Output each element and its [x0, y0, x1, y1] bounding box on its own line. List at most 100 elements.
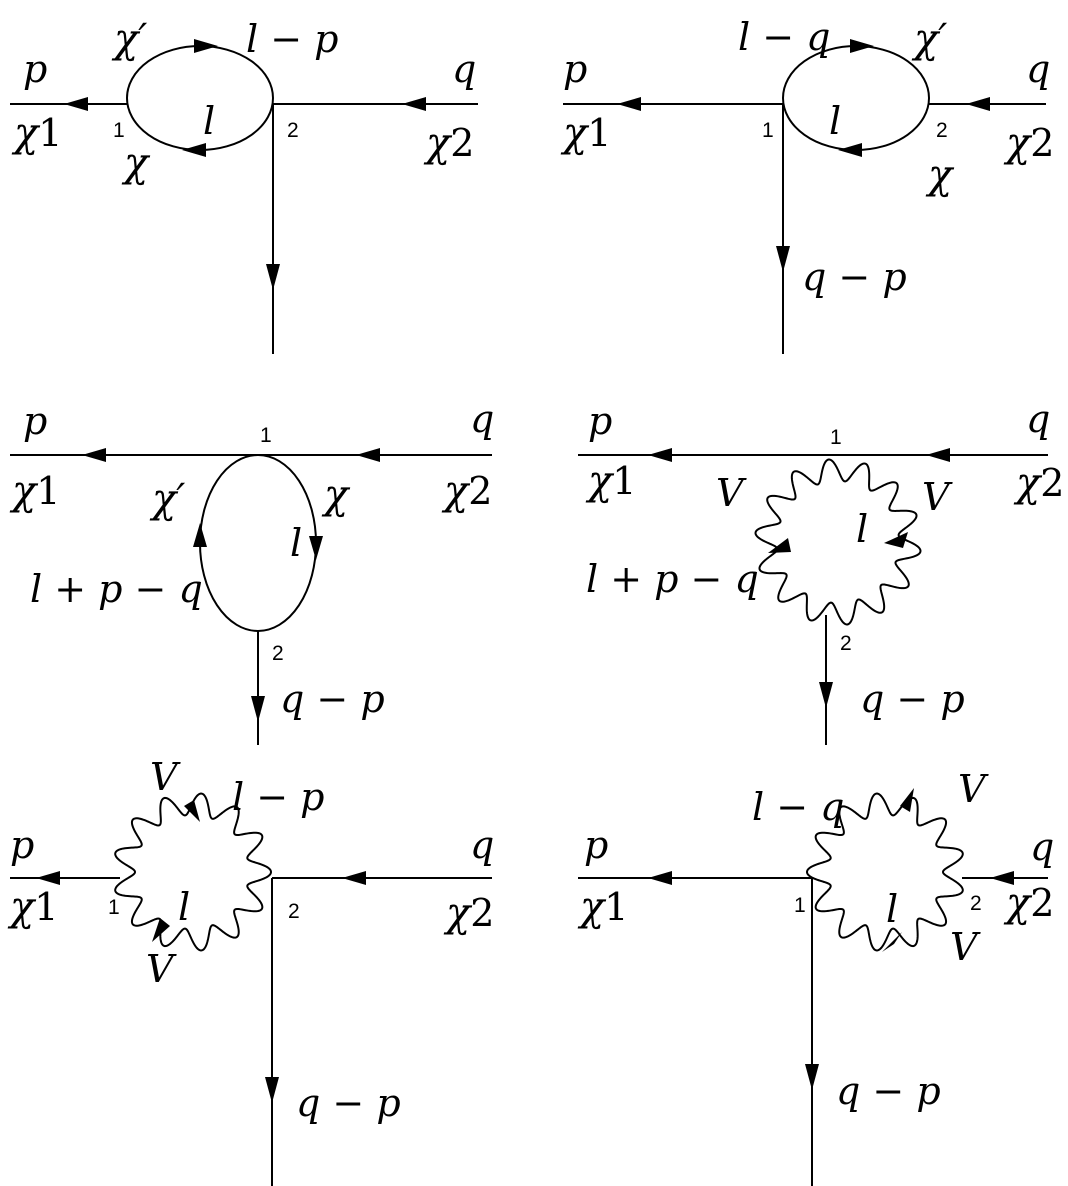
arrow-left — [926, 448, 950, 462]
loop-arrow-left — [768, 538, 791, 553]
label-q-minus-p: q − p — [836, 1069, 941, 1113]
vertex-1-label: 1 — [762, 119, 774, 142]
arrow-left — [402, 97, 426, 111]
label-q: q — [1030, 825, 1054, 869]
loop-arrow-bottom — [182, 143, 206, 157]
loop-arrow-right — [309, 536, 323, 560]
label-V-right: V — [922, 475, 953, 519]
label-chi: χ — [321, 472, 351, 518]
arrow-down — [819, 682, 833, 708]
label-chi1: χ1 — [560, 110, 611, 156]
label-l-minus-p: l − p — [232, 775, 324, 819]
label-p: p — [23, 47, 47, 91]
label-l-minus-p: l − p — [246, 17, 338, 61]
label-l: l — [178, 885, 190, 929]
label-l-minus-q: l − q — [752, 785, 844, 829]
label-chi2: χ2 — [443, 890, 494, 936]
label-chi2: χ2 — [1013, 460, 1064, 506]
arrow-left — [36, 871, 60, 885]
label-V-top: V — [150, 755, 181, 799]
diagram-e: p χ1 q χ2 V l − p l V q − p 1 2 — [7, 755, 494, 1186]
vector-boson-loop — [114, 792, 273, 952]
label-chi1: χ1 — [577, 884, 628, 930]
arrow-down — [805, 1064, 819, 1090]
label-l-plus-p-minus-q: l + p − q — [586, 557, 759, 601]
arrow-left — [342, 871, 366, 885]
diagram-a: p χ1 q χ2 χ′ l − p l χ 1 2 — [10, 16, 478, 354]
label-q: q — [1026, 47, 1050, 91]
diagram-d: p χ1 q χ2 V V l l + p − q q − p 1 2 — [578, 397, 1064, 745]
label-chi-prime: χ′ — [149, 476, 185, 522]
label-chi1: χ1 — [7, 884, 58, 930]
label-l: l — [856, 507, 868, 551]
vertex-2-label: 2 — [840, 632, 852, 655]
label-l: l — [886, 887, 898, 931]
label-chi2: χ2 — [423, 120, 474, 166]
arrow-down — [251, 696, 265, 722]
arrow-left — [966, 97, 990, 111]
arrow-left — [990, 871, 1014, 885]
arrow-left — [617, 97, 641, 111]
loop-arrow-left — [193, 523, 207, 547]
fermion-loop — [126, 45, 274, 151]
label-chi-prime: χ′ — [911, 16, 947, 62]
vertex-1-label: 1 — [830, 426, 842, 449]
arrow-left — [64, 97, 88, 111]
arrow-down — [265, 1077, 279, 1103]
label-p: p — [10, 823, 34, 867]
label-p: p — [584, 823, 608, 867]
vertex-1-label: 1 — [260, 424, 272, 447]
label-V-bottom: V — [950, 925, 981, 969]
loop-arrow-bottom — [838, 143, 862, 157]
label-chi2: χ2 — [441, 468, 492, 514]
label-chi: χ — [925, 152, 955, 198]
label-q: q — [452, 47, 476, 91]
label-chi2: χ2 — [1003, 880, 1054, 926]
arrow-left — [82, 448, 106, 462]
label-q-minus-p: q − p — [860, 677, 965, 721]
arrow-left — [648, 871, 672, 885]
label-V-top: V — [958, 767, 989, 811]
loop-arrow-top — [184, 800, 200, 822]
vertex-2-label: 2 — [936, 119, 948, 142]
loop-arrow-top — [900, 788, 914, 812]
loop-arrow-bottom — [152, 918, 170, 942]
label-chi1: χ1 — [585, 458, 636, 504]
label-chi1: χ1 — [11, 110, 62, 156]
arrow-down — [266, 264, 280, 290]
loop-arrow-top — [850, 39, 874, 53]
vertex-2-label: 2 — [287, 119, 299, 142]
label-V-left: V — [716, 471, 747, 515]
diagram-c: p χ1 q χ2 χ′ χ l l + p − q q − p 1 2 — [9, 397, 494, 745]
label-chi2: χ2 — [1003, 120, 1054, 166]
vertex-2-label: 2 — [272, 642, 284, 665]
label-l: l — [829, 99, 841, 143]
label-V-bottom: V — [146, 947, 177, 991]
fermion-loop — [782, 45, 930, 151]
label-p: p — [563, 47, 587, 91]
vertex-1-label: 1 — [794, 894, 806, 917]
label-l: l — [290, 521, 302, 565]
arrow-left — [648, 448, 672, 462]
vector-boson-loop — [805, 792, 964, 952]
vertex-1-label: 1 — [113, 119, 125, 142]
label-q: q — [470, 397, 494, 441]
label-chi: χ — [121, 140, 151, 186]
vertex-2-label: 2 — [970, 892, 982, 915]
arrow-left — [356, 448, 380, 462]
label-l-minus-q: l − q — [738, 15, 830, 59]
label-q-minus-p: q − p — [296, 1081, 401, 1125]
loop-arrow-right — [884, 532, 908, 548]
label-chi-prime: χ′ — [111, 16, 147, 62]
label-l: l — [203, 99, 215, 143]
label-q-minus-p: q − p — [802, 255, 907, 299]
label-p: p — [23, 399, 47, 443]
arrow-down — [776, 246, 790, 272]
label-l-plus-p-minus-q: l + p − q — [30, 567, 203, 611]
vertex-1-label: 1 — [108, 896, 120, 919]
diagram-b: p χ1 q χ2 l − q χ′ l χ q − p 1 2 — [560, 15, 1054, 354]
loop-arrow-bottom — [882, 932, 902, 952]
label-q: q — [470, 823, 494, 867]
label-chi1: χ1 — [9, 468, 60, 514]
loop-arrow-top — [194, 39, 218, 53]
